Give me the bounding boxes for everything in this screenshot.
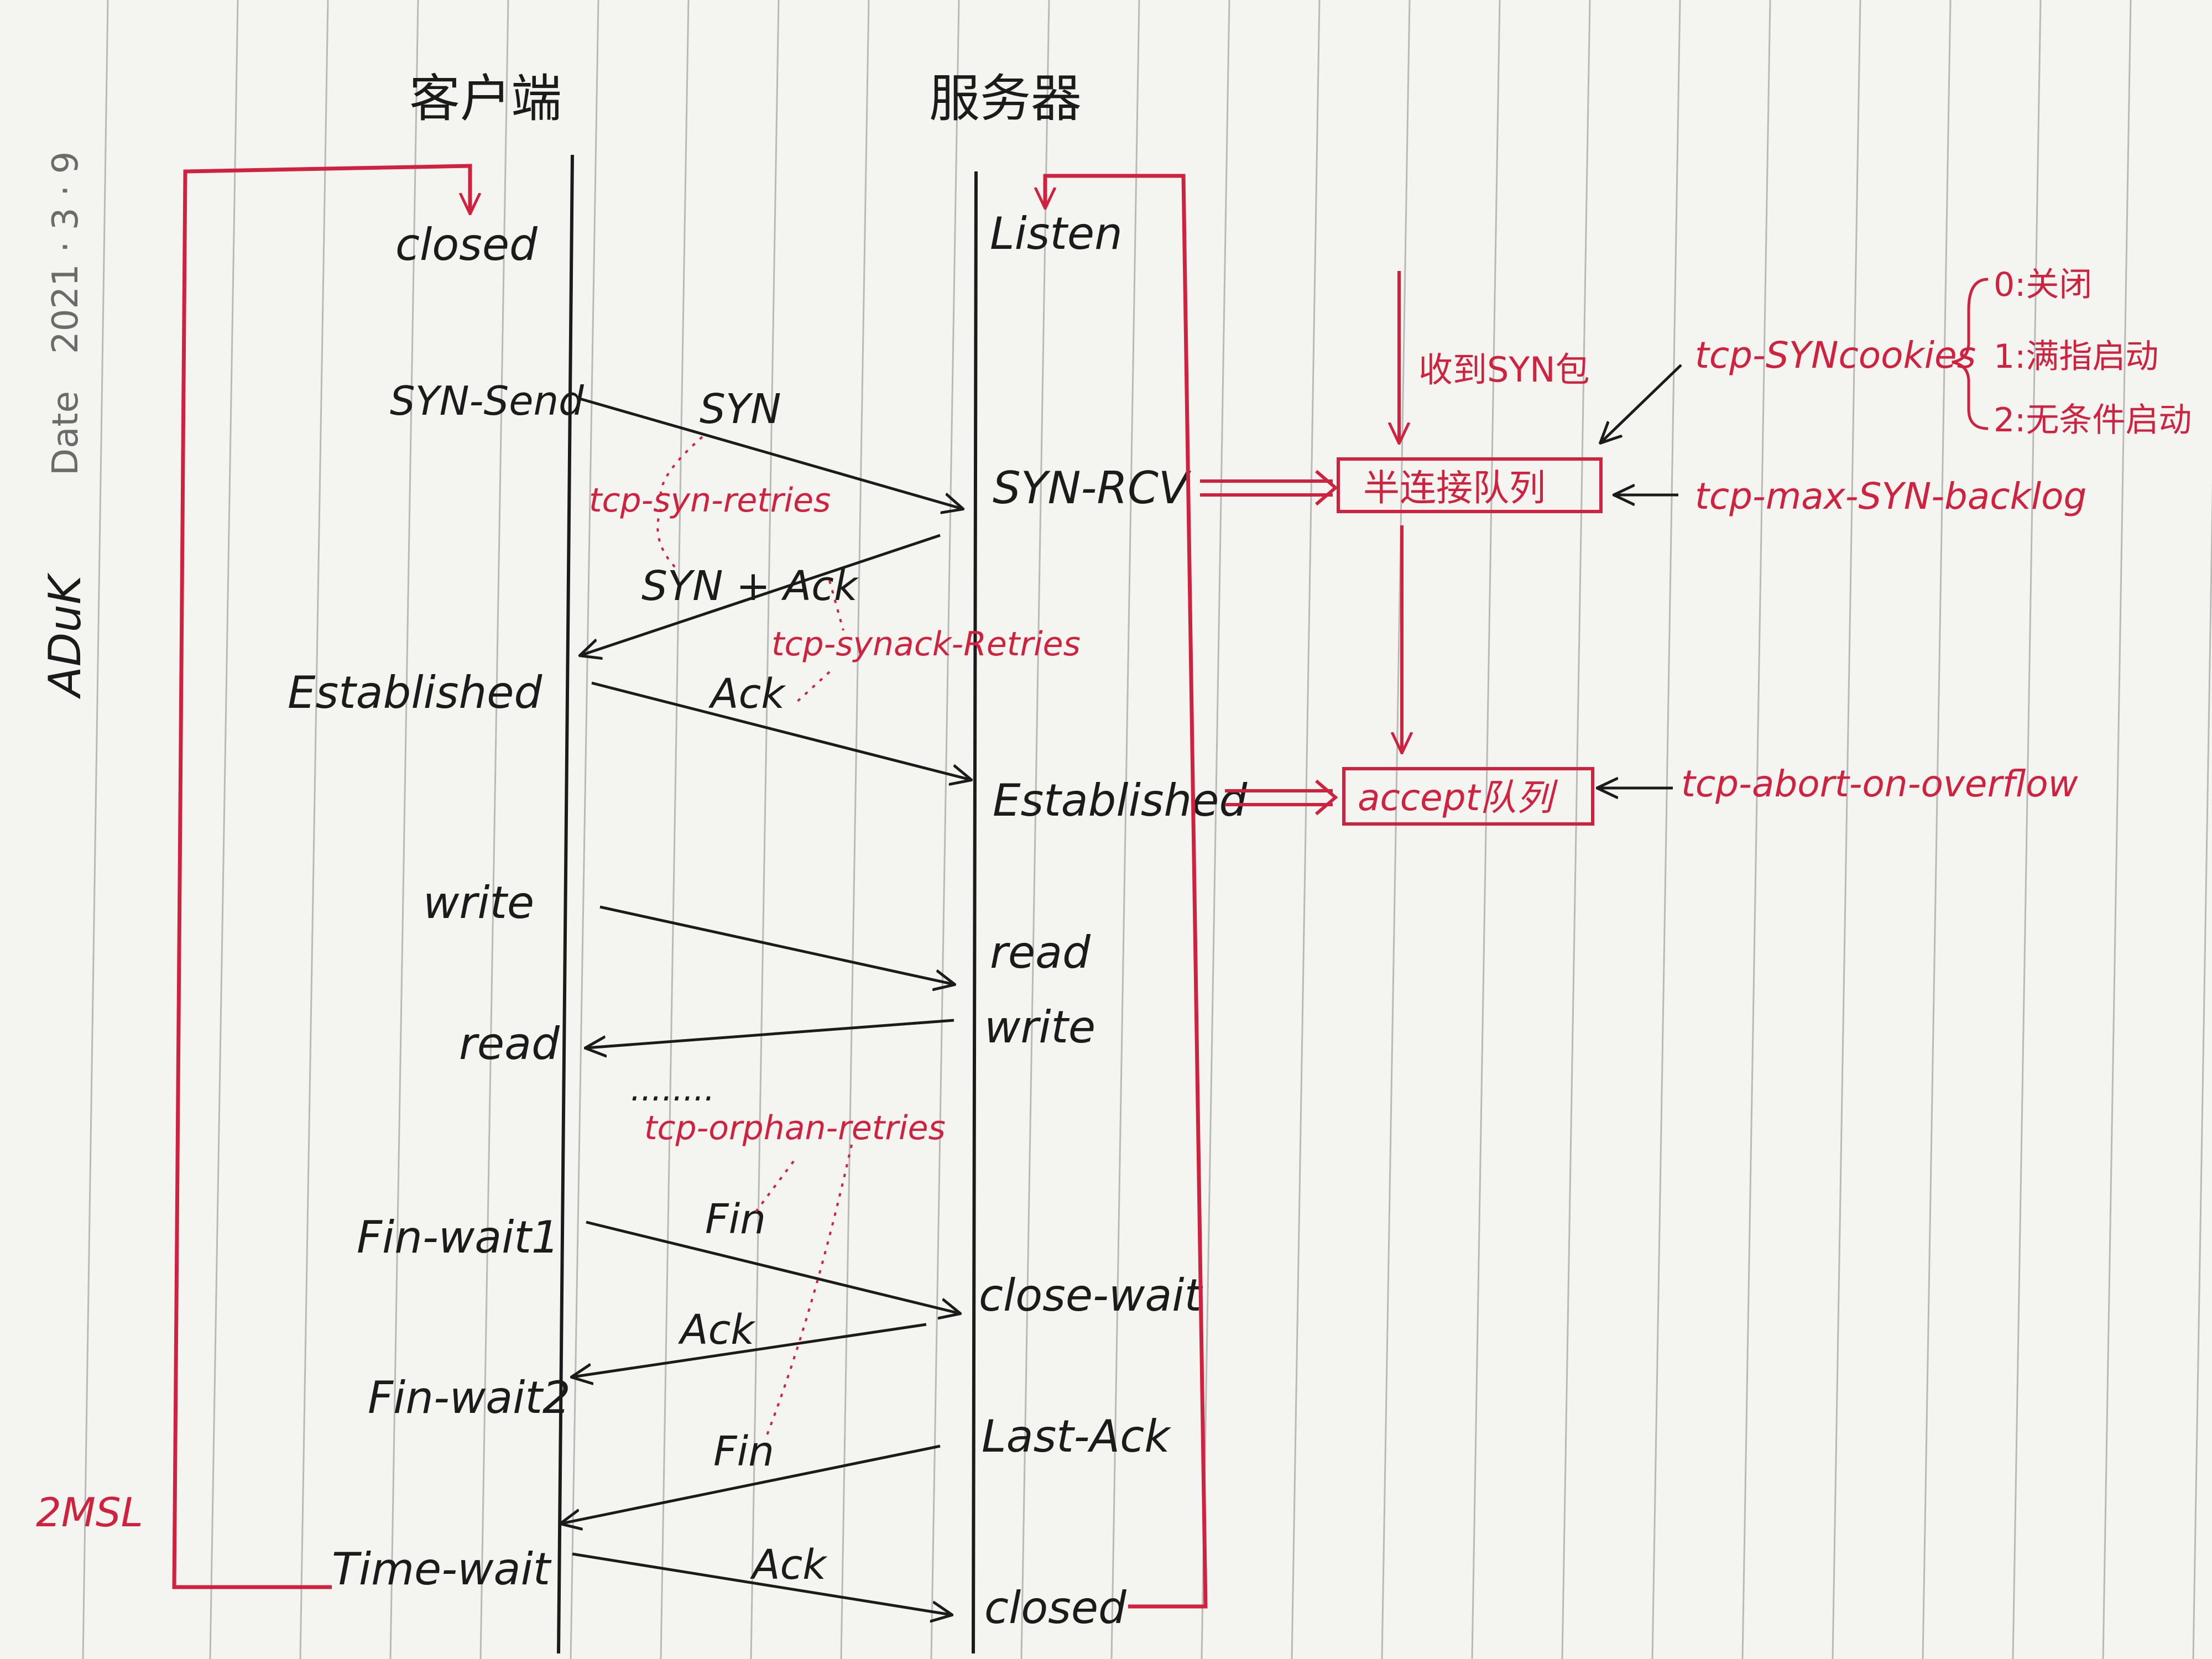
rule-line bbox=[389, 0, 419, 1659]
arrow-ack-2 bbox=[572, 1323, 927, 1377]
msg-syn: SYN bbox=[700, 385, 781, 433]
client-state-fin-wait1: Fin-wait1 bbox=[357, 1212, 560, 1263]
half-queue-label: 半连接队列 bbox=[1363, 467, 1546, 509]
rule-line bbox=[2012, 0, 2042, 1659]
margin-line bbox=[82, 0, 109, 1659]
date-header: Date 2021 · 3 · 9 ADuK bbox=[39, 152, 91, 700]
arrow-syn-ack bbox=[581, 534, 941, 655]
server-state-closed: closed bbox=[984, 1582, 1127, 1634]
arrow-to-accept-queue-head bbox=[1315, 779, 1338, 816]
syncookies-option-2: 2:无条件启动 bbox=[1994, 401, 2192, 440]
rule-line bbox=[570, 0, 599, 1659]
rule-line bbox=[840, 0, 870, 1659]
param-max-syn-backlog: tcp-max-SYN-backlog bbox=[1695, 475, 2086, 518]
rule-line bbox=[750, 0, 780, 1659]
rule-line bbox=[1201, 0, 1230, 1659]
rule-line bbox=[479, 0, 509, 1659]
arrow-to-half-queue bbox=[1200, 479, 1333, 497]
msg-syn-ack: SYN + Ack bbox=[641, 562, 859, 610]
leader-synack-retries bbox=[828, 580, 844, 631]
rule-line bbox=[1291, 0, 1321, 1659]
msg-ack-1: Ack bbox=[708, 670, 786, 718]
server-state-close-wait: close-wait bbox=[979, 1270, 1203, 1321]
options-brace bbox=[1952, 278, 1989, 430]
arrow-fin-2 bbox=[561, 1444, 941, 1524]
arrow-fin-1 bbox=[586, 1220, 959, 1313]
msg-fin-1: Fin bbox=[705, 1196, 766, 1243]
rule-line bbox=[1020, 0, 1050, 1659]
param-syn-retries: tcp-syn-retries bbox=[589, 481, 831, 520]
client-title: 客户端 bbox=[409, 69, 562, 128]
client-op-write: write bbox=[423, 877, 534, 928]
half-queue-box bbox=[1337, 457, 1603, 513]
server-op-write: write bbox=[984, 1001, 1095, 1053]
accept-queue-label: accept队列 bbox=[1358, 776, 1558, 819]
arrow-syn bbox=[577, 397, 962, 509]
client-state-established: Established bbox=[288, 667, 542, 718]
msg-ack-2: Ack bbox=[678, 1306, 756, 1354]
param-orphan-retries: tcp-orphan-retries bbox=[644, 1109, 946, 1147]
client-state-closed: closed bbox=[395, 219, 538, 270]
rule-line bbox=[930, 0, 960, 1659]
server-state-syn-rcv: SYN-RCV bbox=[993, 462, 1192, 514]
arrow-ack-3 bbox=[572, 1552, 951, 1615]
arrow-to-accept-queue bbox=[1225, 789, 1333, 806]
leader-synack-retries-2 bbox=[795, 671, 831, 703]
client-state-time-wait: Time-wait bbox=[332, 1543, 552, 1595]
rule-line bbox=[1561, 0, 1591, 1659]
client-state-fin-wait2: Fin-wait2 bbox=[368, 1372, 571, 1423]
loop-2msl bbox=[172, 164, 470, 1589]
rule-line bbox=[1110, 0, 1140, 1659]
arrow-to-half-queue-head bbox=[1315, 469, 1338, 506]
rule-line bbox=[299, 0, 329, 1659]
brand-mark: ADuK bbox=[39, 572, 91, 700]
leader-orphan-retries bbox=[751, 1160, 795, 1218]
server-state-last-ack: Last-Ack bbox=[982, 1411, 1171, 1462]
accept-queue-box bbox=[1342, 767, 1594, 826]
server-op-read: read bbox=[990, 927, 1091, 978]
param-syncookies: tcp-SYNcookies bbox=[1695, 334, 1976, 377]
leader-orphan-retries-2 bbox=[765, 1144, 853, 1438]
date-label: Date bbox=[45, 391, 86, 476]
param-synack-retries: tcp-synack-Retries bbox=[771, 625, 1081, 664]
server-lifeline bbox=[972, 171, 978, 1654]
server-state-listen: Listen bbox=[990, 208, 1123, 259]
rule-line bbox=[1741, 0, 1771, 1659]
syncookies-option-1: 1:满指启动 bbox=[1994, 337, 2158, 376]
label-received-syn: 收到SYN包 bbox=[1418, 349, 1590, 390]
rule-line bbox=[1471, 0, 1501, 1659]
client-op-read: read bbox=[459, 1018, 560, 1070]
rule-line bbox=[1832, 0, 1861, 1659]
arrow-ack-1 bbox=[591, 681, 971, 780]
msg-dots: ........ bbox=[630, 1070, 715, 1109]
loop-server-return bbox=[1045, 174, 1208, 1609]
client-state-syn-send: SYN-Send bbox=[390, 378, 585, 424]
msg-ack-3: Ack bbox=[750, 1541, 828, 1589]
rule-line bbox=[1381, 0, 1411, 1659]
msg-fin-2: Fin bbox=[713, 1428, 774, 1475]
leader-syn-retries-2 bbox=[656, 508, 679, 571]
rule-line bbox=[209, 0, 239, 1659]
notebook-rules bbox=[82, 0, 2212, 1659]
param-abort-on-overflow: tcp-abort-on-overflow bbox=[1681, 763, 2079, 805]
server-title: 服务器 bbox=[929, 69, 1082, 128]
client-lifeline bbox=[557, 154, 574, 1654]
server-state-established: Established bbox=[993, 775, 1248, 826]
arrow-write-read bbox=[599, 905, 954, 984]
rule-line bbox=[2192, 481, 2212, 1659]
rule-line bbox=[1922, 0, 1952, 1659]
leader-syn-retries bbox=[659, 436, 703, 498]
rule-line bbox=[660, 0, 690, 1659]
label-2msl: 2MSL bbox=[36, 1489, 143, 1536]
date-value: 2021 · 3 · 9 bbox=[45, 152, 86, 354]
arrow-syncookies bbox=[1601, 364, 1682, 442]
rule-line bbox=[1651, 0, 1681, 1659]
arrow-write-read-back bbox=[586, 1019, 954, 1048]
rule-line bbox=[2102, 0, 2132, 1659]
syncookies-option-0: 0:关闭 bbox=[1994, 265, 2092, 304]
